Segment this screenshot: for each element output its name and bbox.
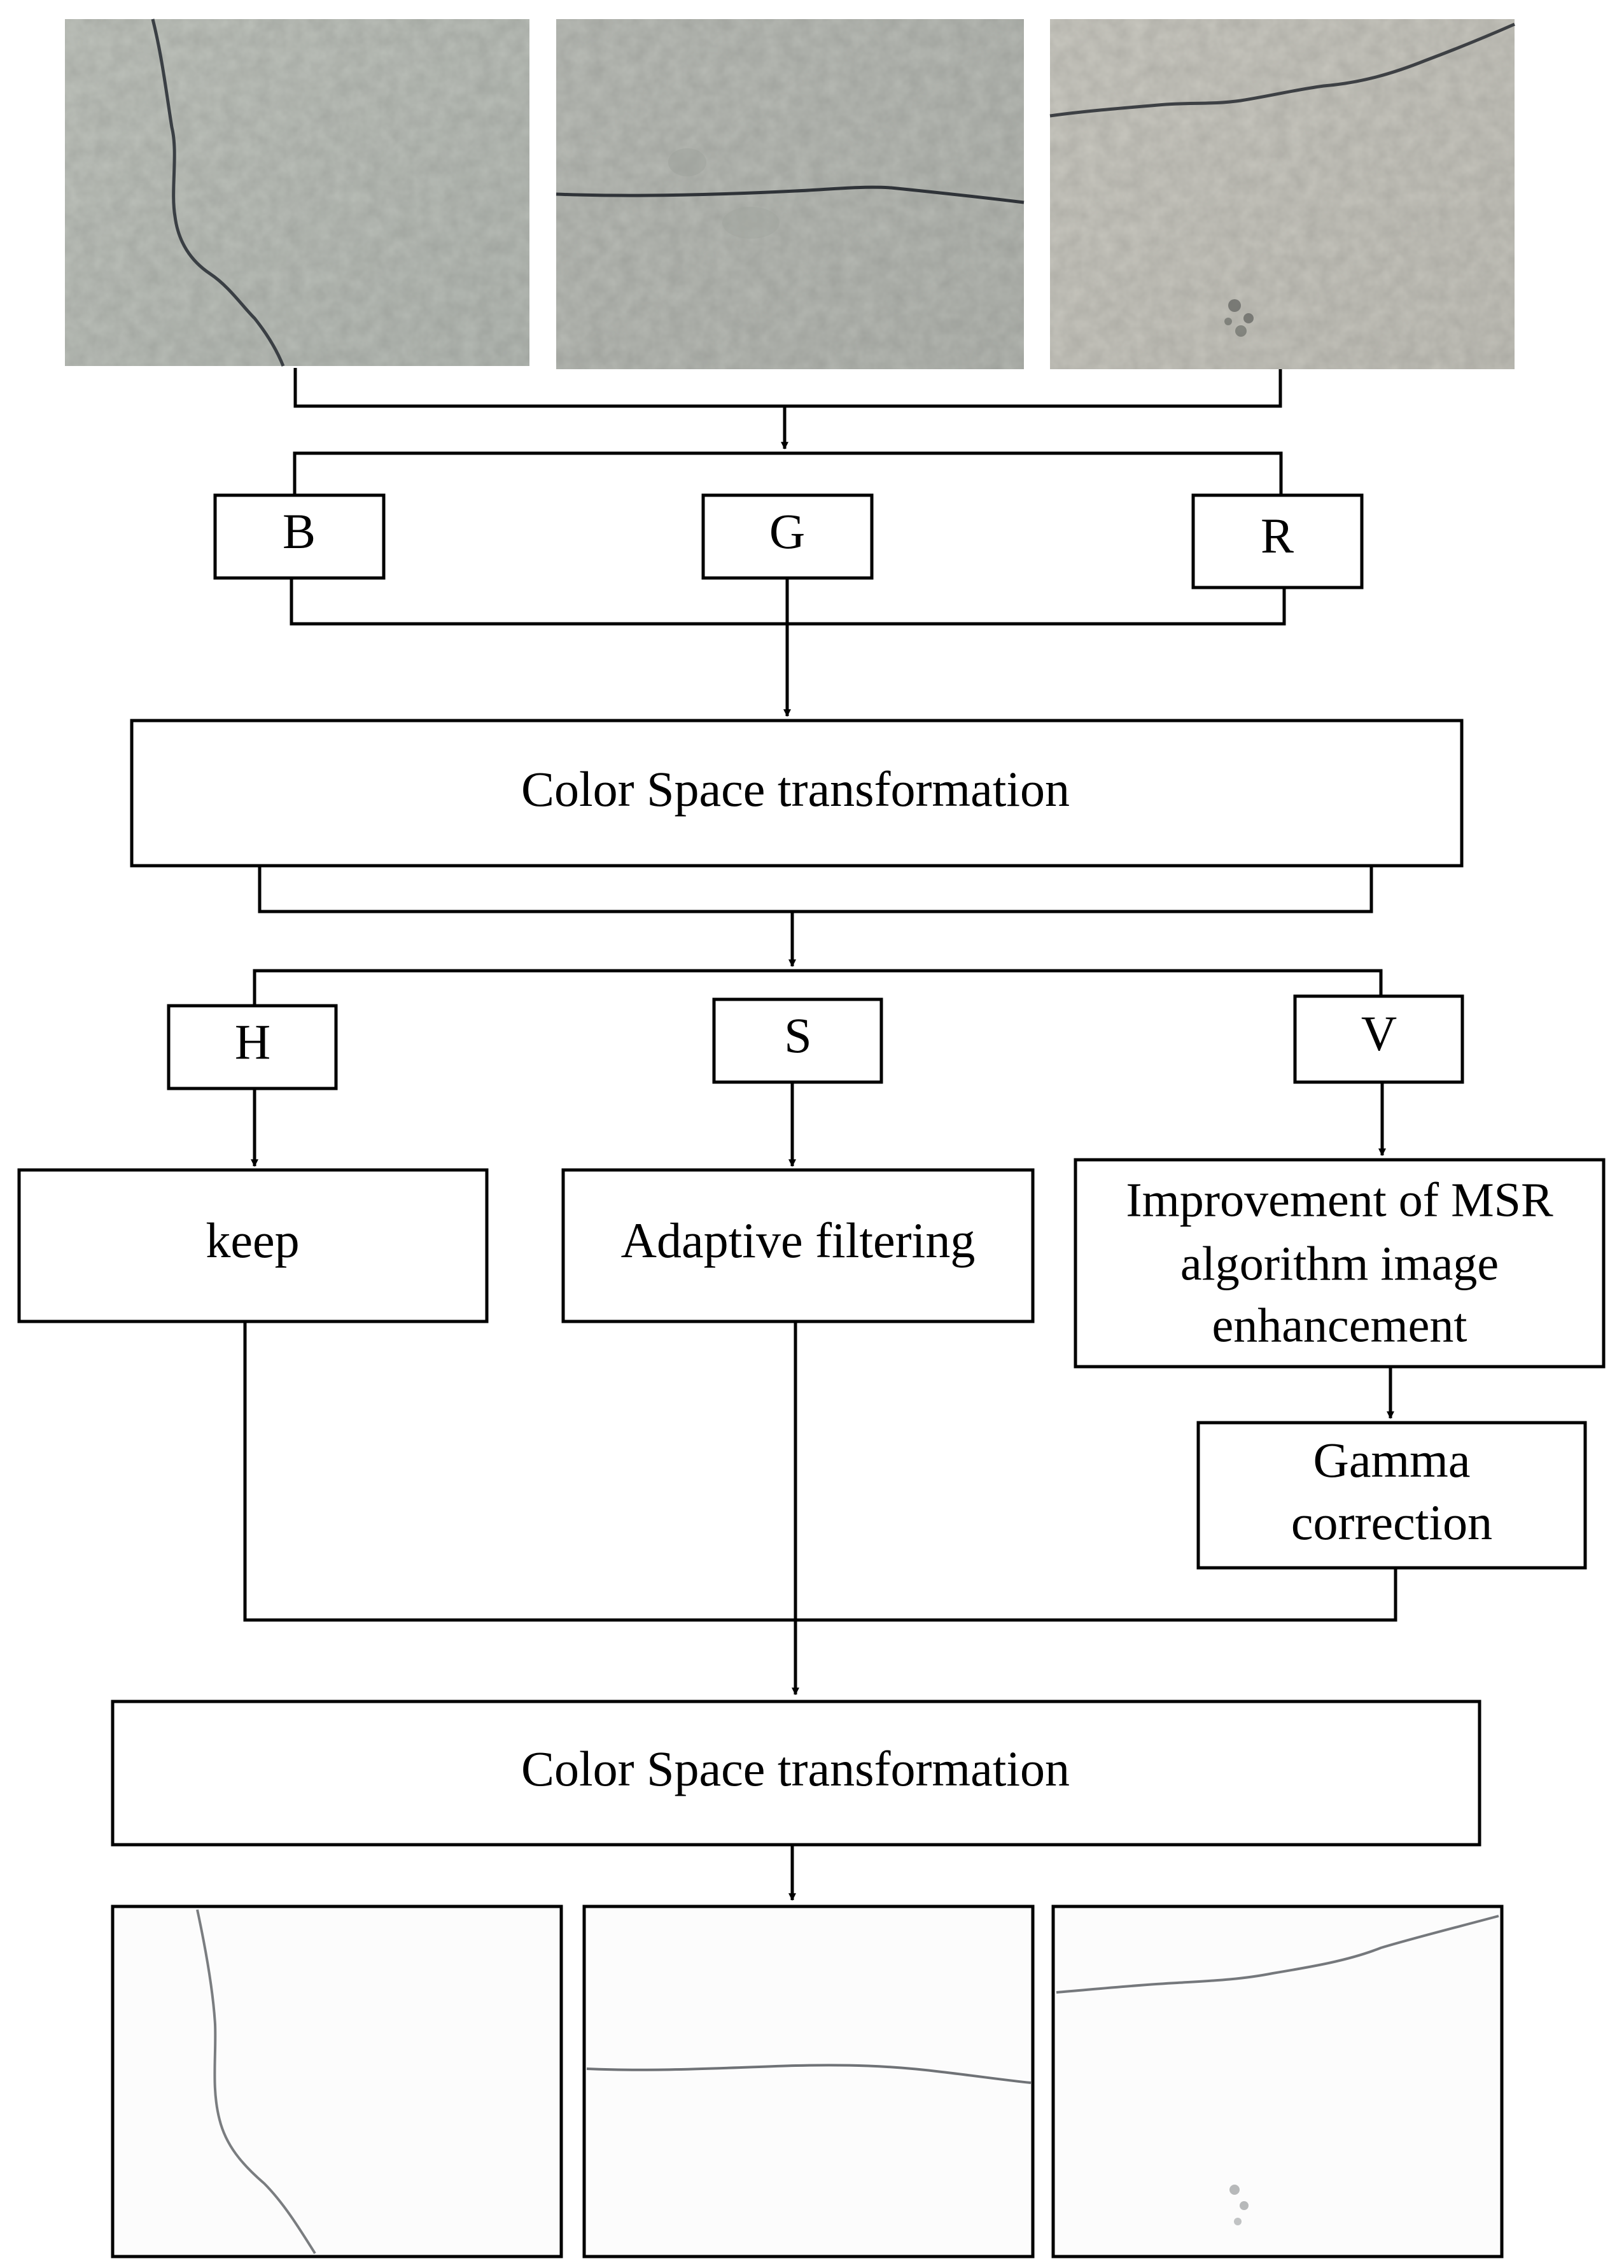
output-image-2 bbox=[582, 1905, 1035, 2258]
connector-images-to-rgb bbox=[293, 368, 1283, 495]
channel-box-s: S bbox=[712, 997, 883, 1084]
gamma-label-line2: correction bbox=[1291, 1495, 1492, 1550]
msr-label-line1: Improvement of MSR bbox=[1126, 1173, 1553, 1227]
keep-box: keep bbox=[17, 1168, 489, 1323]
connector-rgb-to-transform bbox=[290, 578, 1286, 717]
channel-box-g: G bbox=[701, 493, 874, 580]
channel-b-label: B bbox=[283, 504, 316, 559]
input-image-1 bbox=[65, 18, 529, 367]
output-image-1 bbox=[111, 1905, 563, 2258]
input-image-3 bbox=[1049, 19, 1516, 369]
channel-box-r: R bbox=[1191, 493, 1364, 589]
color-space-transform-label-2: Color Space transformation bbox=[521, 1741, 1070, 1796]
output-image-3 bbox=[1051, 1905, 1504, 2258]
gamma-correction-box: Gamma correction bbox=[1196, 1421, 1587, 1570]
channel-box-b: B bbox=[213, 493, 386, 580]
adaptive-filtering-box: Adaptive filtering bbox=[561, 1168, 1035, 1323]
color-space-transform-box-1: Color Space transformation bbox=[130, 719, 1464, 868]
color-space-transform-label-1: Color Space transformation bbox=[521, 761, 1070, 817]
input-image-2 bbox=[556, 19, 1025, 369]
connector-transform-to-hsv bbox=[253, 866, 1383, 1006]
keep-label: keep bbox=[206, 1213, 299, 1268]
color-space-transform-box-2: Color Space transformation bbox=[111, 1700, 1481, 1847]
channel-g-label: G bbox=[769, 504, 805, 559]
channel-box-h: H bbox=[167, 1004, 338, 1090]
connector-hsv-to-processing bbox=[251, 1082, 1386, 1167]
connector-processing-to-transform bbox=[243, 1321, 1397, 1696]
channel-h-label: H bbox=[235, 1014, 270, 1069]
channel-r-label: R bbox=[1261, 508, 1294, 563]
msr-label-line3: enhancement bbox=[1212, 1299, 1467, 1352]
channel-v-label: V bbox=[1361, 1006, 1397, 1061]
adaptive-filtering-label: Adaptive filtering bbox=[621, 1213, 976, 1268]
gamma-label-line1: Gamma bbox=[1313, 1432, 1471, 1488]
channel-s-label: S bbox=[784, 1008, 811, 1063]
msr-label-line2: algorithm image bbox=[1180, 1237, 1499, 1290]
channel-box-v: V bbox=[1293, 994, 1464, 1084]
msr-enhancement-box: Improvement of MSR algorithm image enhan… bbox=[1074, 1158, 1606, 1369]
